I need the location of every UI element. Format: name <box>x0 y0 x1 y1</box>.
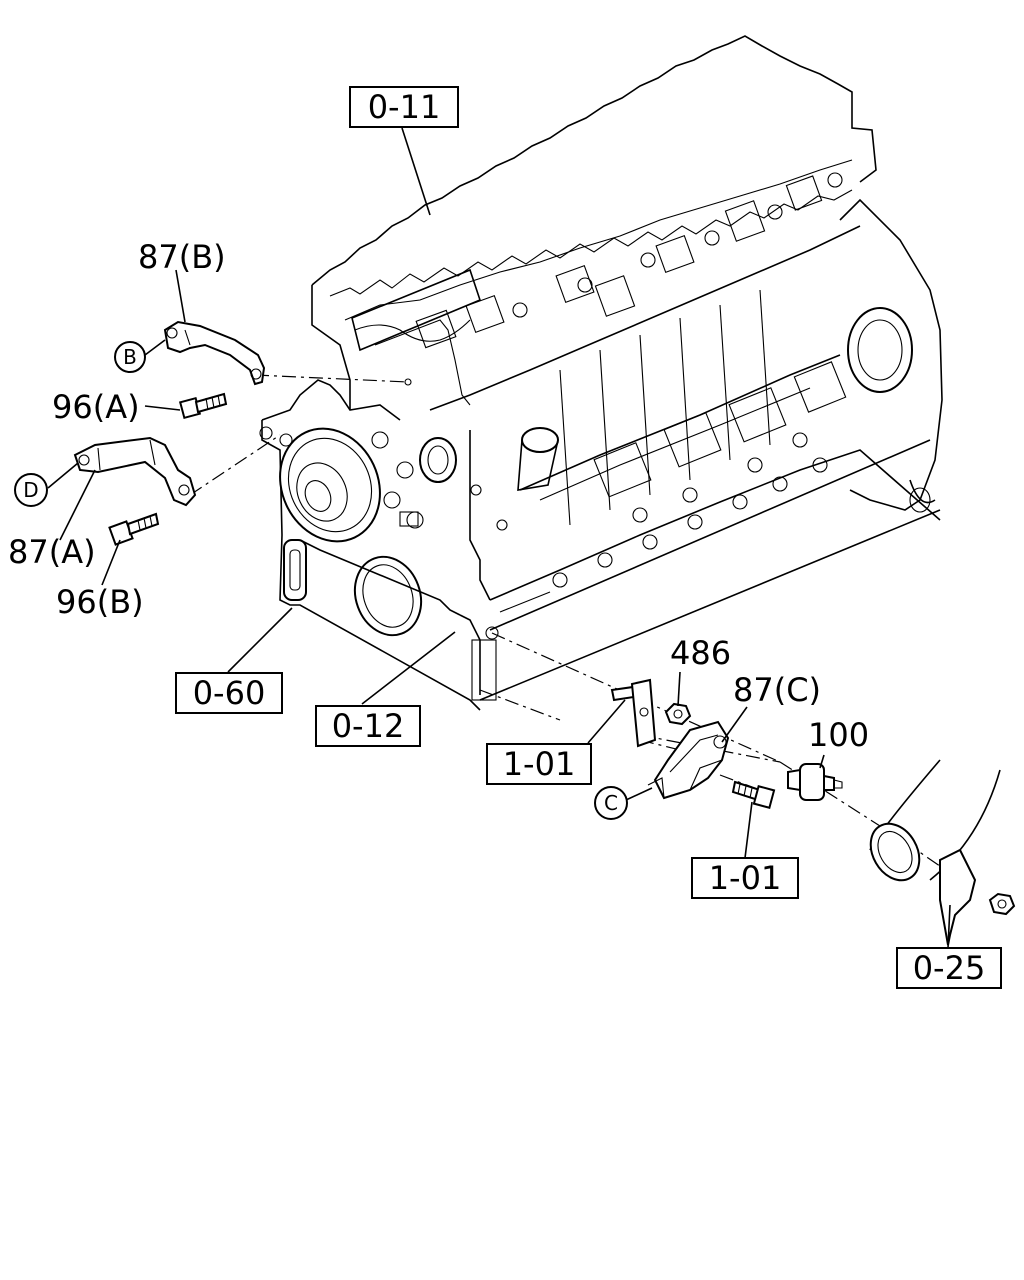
ref-box-0-11: 0-11 <box>349 86 459 128</box>
part-label-96a: 96(A) <box>52 388 140 426</box>
nut-486-drawing <box>664 702 692 726</box>
exhaust-pipe-drawing <box>869 759 1016 946</box>
callout-b-letter: B <box>123 345 137 369</box>
engine-block <box>259 35 943 711</box>
bracket-87c-drawing <box>647 720 730 800</box>
part-label-87c: 87(C) <box>733 671 821 709</box>
callout-d-letter: D <box>23 478 38 502</box>
callout-d: D <box>14 473 48 507</box>
leader-lines <box>47 127 951 949</box>
bracket-87b-drawing <box>163 320 266 386</box>
part-label-100: 100 <box>808 716 869 754</box>
ref-label-0-25: 0-25 <box>913 949 986 987</box>
callout-c-letter: C <box>604 791 618 815</box>
ref-label-1-01-a: 1-01 <box>503 745 576 783</box>
bolt-96a-drawing <box>178 392 228 420</box>
part-label-87a: 87(A) <box>8 533 96 571</box>
ref-label-1-01-b: 1-01 <box>709 859 782 897</box>
ref-label-0-60: 0-60 <box>193 674 266 712</box>
stud-1-01-drawing <box>610 678 657 748</box>
ref-label-0-11: 0-11 <box>368 88 441 126</box>
bolt-1-01-drawing <box>731 780 776 809</box>
sensor-100-drawing <box>787 763 843 801</box>
ref-box-0-12: 0-12 <box>315 705 421 747</box>
bolt-96b-drawing <box>108 512 160 546</box>
part-label-87b: 87(B) <box>138 238 226 276</box>
ref-box-0-60: 0-60 <box>175 672 283 714</box>
part-label-486: 486 <box>670 634 731 672</box>
ref-box-0-25: 0-25 <box>896 947 1002 989</box>
callout-b: B <box>114 341 146 373</box>
ref-box-1-01-b: 1-01 <box>691 857 799 899</box>
ref-label-0-12: 0-12 <box>332 707 405 745</box>
callout-c: C <box>594 786 628 820</box>
bracket-87a-drawing <box>73 436 197 507</box>
part-label-96b: 96(B) <box>56 583 144 621</box>
ref-box-1-01-a: 1-01 <box>486 743 592 785</box>
